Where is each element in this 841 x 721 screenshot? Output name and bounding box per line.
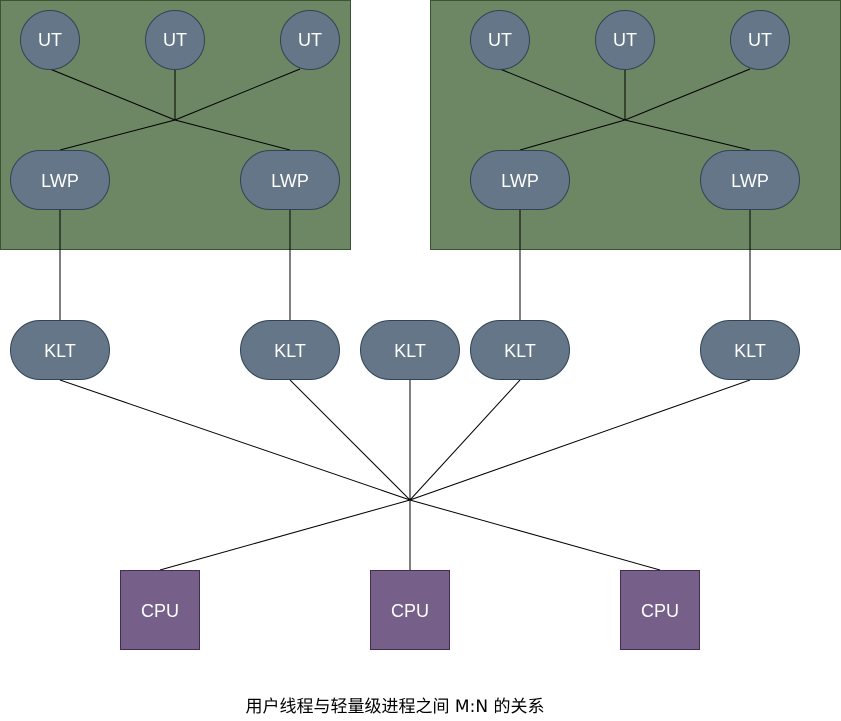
klt-node-3: KLT — [360, 320, 460, 380]
lwp-label: LWP — [731, 171, 769, 191]
edge-klt5-hub — [409, 379, 751, 501]
edge-ut3-hub-right — [624, 68, 751, 121]
klt-node-5: KLT — [700, 320, 800, 380]
ut-node-right-1: UT — [470, 10, 530, 70]
edge-hub-lwp2-right — [624, 119, 751, 151]
edge-ut1-hub-left — [49, 68, 176, 121]
edge-klt2-hub — [289, 379, 411, 501]
ut-node-right-3: UT — [730, 10, 790, 70]
lwp-node-left-1: LWP — [10, 150, 110, 210]
cpu-node-2: CPU — [370, 570, 450, 650]
klt-label: KLT — [734, 341, 766, 361]
edge-hub-lwp1-right — [519, 119, 626, 151]
lwp-node-left-2: LWP — [240, 150, 340, 210]
ut-node-right-2: UT — [595, 10, 655, 70]
cpu-label: CPU — [641, 601, 679, 621]
klt-label: KLT — [44, 341, 76, 361]
cpu-node-3: CPU — [620, 570, 700, 650]
ut-label: UT — [298, 30, 322, 50]
lwp-label: LWP — [271, 171, 309, 191]
lwp-label: LWP — [41, 171, 79, 191]
edge-hub-cpu1 — [159, 499, 411, 571]
lwp-label: LWP — [501, 171, 539, 191]
ut-node-left-1: UT — [20, 10, 80, 70]
diagram-caption: 用户线程与轻量级进程之间 M:N 的关系 — [246, 697, 545, 717]
edge-klt1-hub — [59, 379, 411, 501]
edge-hub-cpu3 — [409, 499, 661, 571]
edge-ut1-hub-right — [499, 68, 626, 121]
klt-label: KLT — [504, 341, 536, 361]
cpu-label: CPU — [391, 601, 429, 621]
cpu-label: CPU — [141, 601, 179, 621]
klt-label: KLT — [274, 341, 306, 361]
klt-label: KLT — [394, 341, 426, 361]
ut-label: UT — [38, 30, 62, 50]
ut-label: UT — [748, 30, 772, 50]
ut-label: UT — [163, 30, 187, 50]
edge-hub-lwp1-left — [59, 119, 176, 151]
ut-label: UT — [488, 30, 512, 50]
lwp-node-right-1: LWP — [470, 150, 570, 210]
ut-node-left-2: UT — [145, 10, 205, 70]
edge-ut3-hub-left — [174, 68, 301, 121]
klt-node-2: KLT — [240, 320, 340, 380]
klt-node-1: KLT — [10, 320, 110, 380]
edge-hub-lwp2-left — [174, 119, 291, 151]
ut-label: UT — [613, 30, 637, 50]
cpu-node-1: CPU — [120, 570, 200, 650]
edge-klt4-hub — [409, 379, 521, 501]
lwp-node-right-2: LWP — [700, 150, 800, 210]
connector-lines — [49, 68, 751, 571]
klt-node-4: KLT — [470, 320, 570, 380]
ut-node-left-3: UT — [280, 10, 340, 70]
